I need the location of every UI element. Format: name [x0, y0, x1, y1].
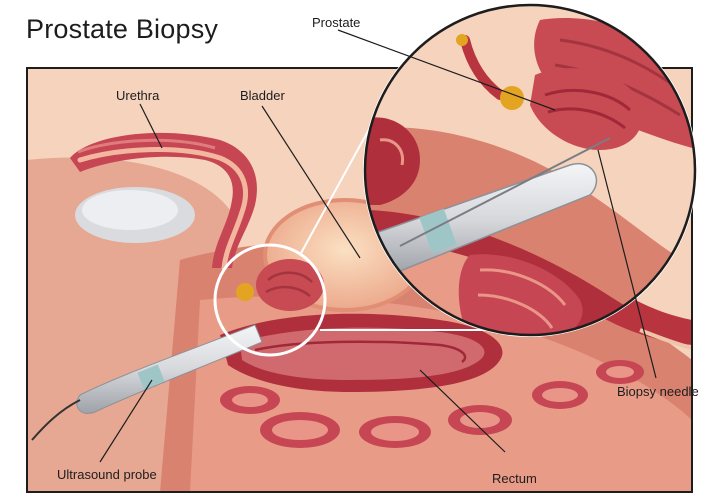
label-ultrasound-probe: Ultrasound probe	[57, 467, 157, 482]
zoom-probe	[368, 162, 598, 276]
label-prostate: Prostate	[312, 15, 361, 30]
zoom-inset	[363, 3, 697, 337]
label-bladder: Bladder	[240, 88, 285, 103]
zoom-vesicle	[500, 86, 524, 110]
intestines	[220, 360, 644, 448]
label-biopsy-needle: Biopsy needle	[617, 384, 699, 399]
label-rectum: Rectum	[492, 471, 537, 486]
zoom-biopsy-needle	[399, 137, 611, 247]
leader-lines	[99, 29, 657, 463]
zoom-source-circle	[213, 243, 327, 357]
urethra	[77, 147, 248, 271]
label-urethra: Urethra	[116, 88, 160, 103]
seminal-vesicle	[236, 283, 254, 301]
prostate-main	[256, 259, 324, 311]
page-title: Prostate Biopsy	[26, 14, 219, 44]
penis	[70, 132, 257, 268]
ultrasound-probe	[31, 324, 263, 441]
